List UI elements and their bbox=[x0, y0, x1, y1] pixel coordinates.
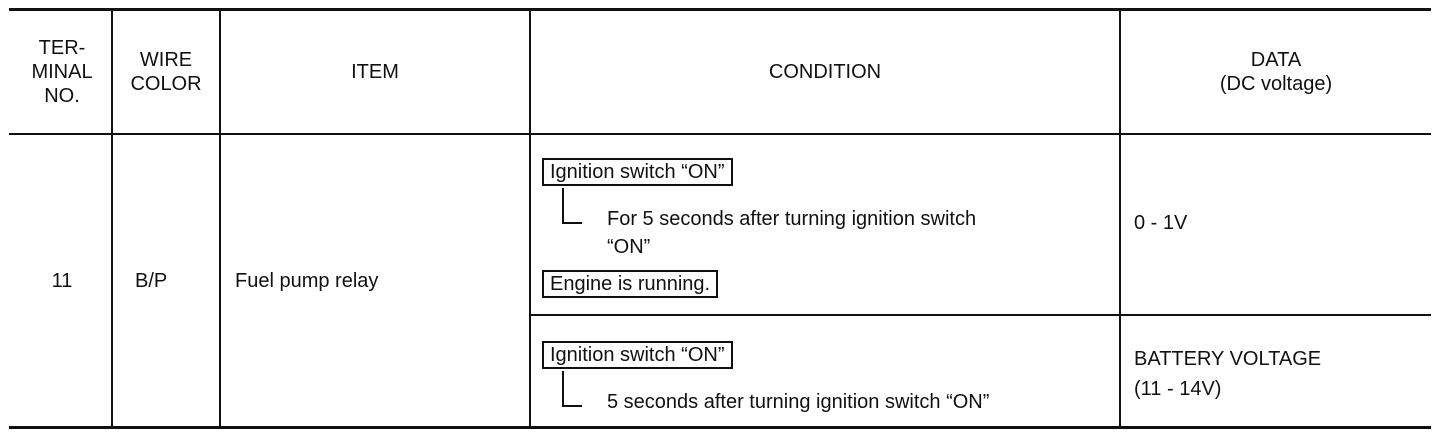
condition-1-primary: Ignition switch “ON” bbox=[550, 161, 725, 183]
column-divider bbox=[111, 8, 113, 429]
column-divider bbox=[1119, 8, 1121, 429]
header-condition-label: CONDITION bbox=[768, 61, 882, 83]
condition-1-secondary: Engine is running. bbox=[550, 273, 711, 295]
header-item-label: ITEM bbox=[351, 61, 399, 83]
condition-1-sub: For 5 seconds after turning ignition swi… bbox=[607, 208, 977, 258]
column-divider bbox=[219, 8, 221, 429]
condition-2-sub-bracket bbox=[562, 371, 582, 407]
table-top-rule bbox=[9, 8, 1431, 11]
header-condition: CONDITION bbox=[531, 11, 1119, 133]
item-value: Fuel pump relay bbox=[235, 269, 379, 292]
header-terminal-no: TER- MINAL NO. bbox=[11, 11, 113, 133]
wire-color-value: B/P bbox=[135, 269, 168, 292]
condition-row-divider bbox=[529, 314, 1431, 316]
row-item: Fuel pump relay bbox=[235, 135, 529, 426]
condition-2-primary: Ignition switch “ON” bbox=[550, 344, 725, 366]
condition-1-secondary-box: Engine is running. bbox=[542, 270, 719, 298]
header-data-label: DATA (DC voltage) bbox=[1219, 49, 1333, 95]
table-bottom-rule bbox=[9, 426, 1431, 429]
row-wire-color: B/P bbox=[135, 135, 219, 426]
header-wire-color-label: WIRE COLOR bbox=[130, 49, 202, 95]
header-data: DATA (DC voltage) bbox=[1121, 11, 1431, 133]
header-item: ITEM bbox=[221, 11, 529, 133]
condition-1-sub-bracket bbox=[562, 188, 582, 224]
condition-2-primary-box: Ignition switch “ON” bbox=[542, 341, 733, 369]
condition-2-data: BATTERY VOLTAGE (11 - 14V) bbox=[1134, 348, 1322, 400]
condition-2-sub: 5 seconds after turning ignition switch … bbox=[607, 391, 990, 413]
terminal-data-table: TER- MINAL NO. WIRE COLOR ITEM CONDITION… bbox=[9, 8, 1431, 429]
header-divider bbox=[9, 133, 1431, 135]
condition-1-primary-box: Ignition switch “ON” bbox=[542, 158, 733, 186]
row-terminal-no: 11 bbox=[11, 135, 113, 426]
terminal-no-value: 11 bbox=[51, 269, 73, 292]
header-terminal-no-label: TER- MINAL NO. bbox=[31, 37, 93, 107]
column-divider bbox=[529, 8, 531, 429]
condition-1-data: 0 - 1V bbox=[1134, 212, 1188, 234]
header-wire-color: WIRE COLOR bbox=[113, 11, 219, 133]
